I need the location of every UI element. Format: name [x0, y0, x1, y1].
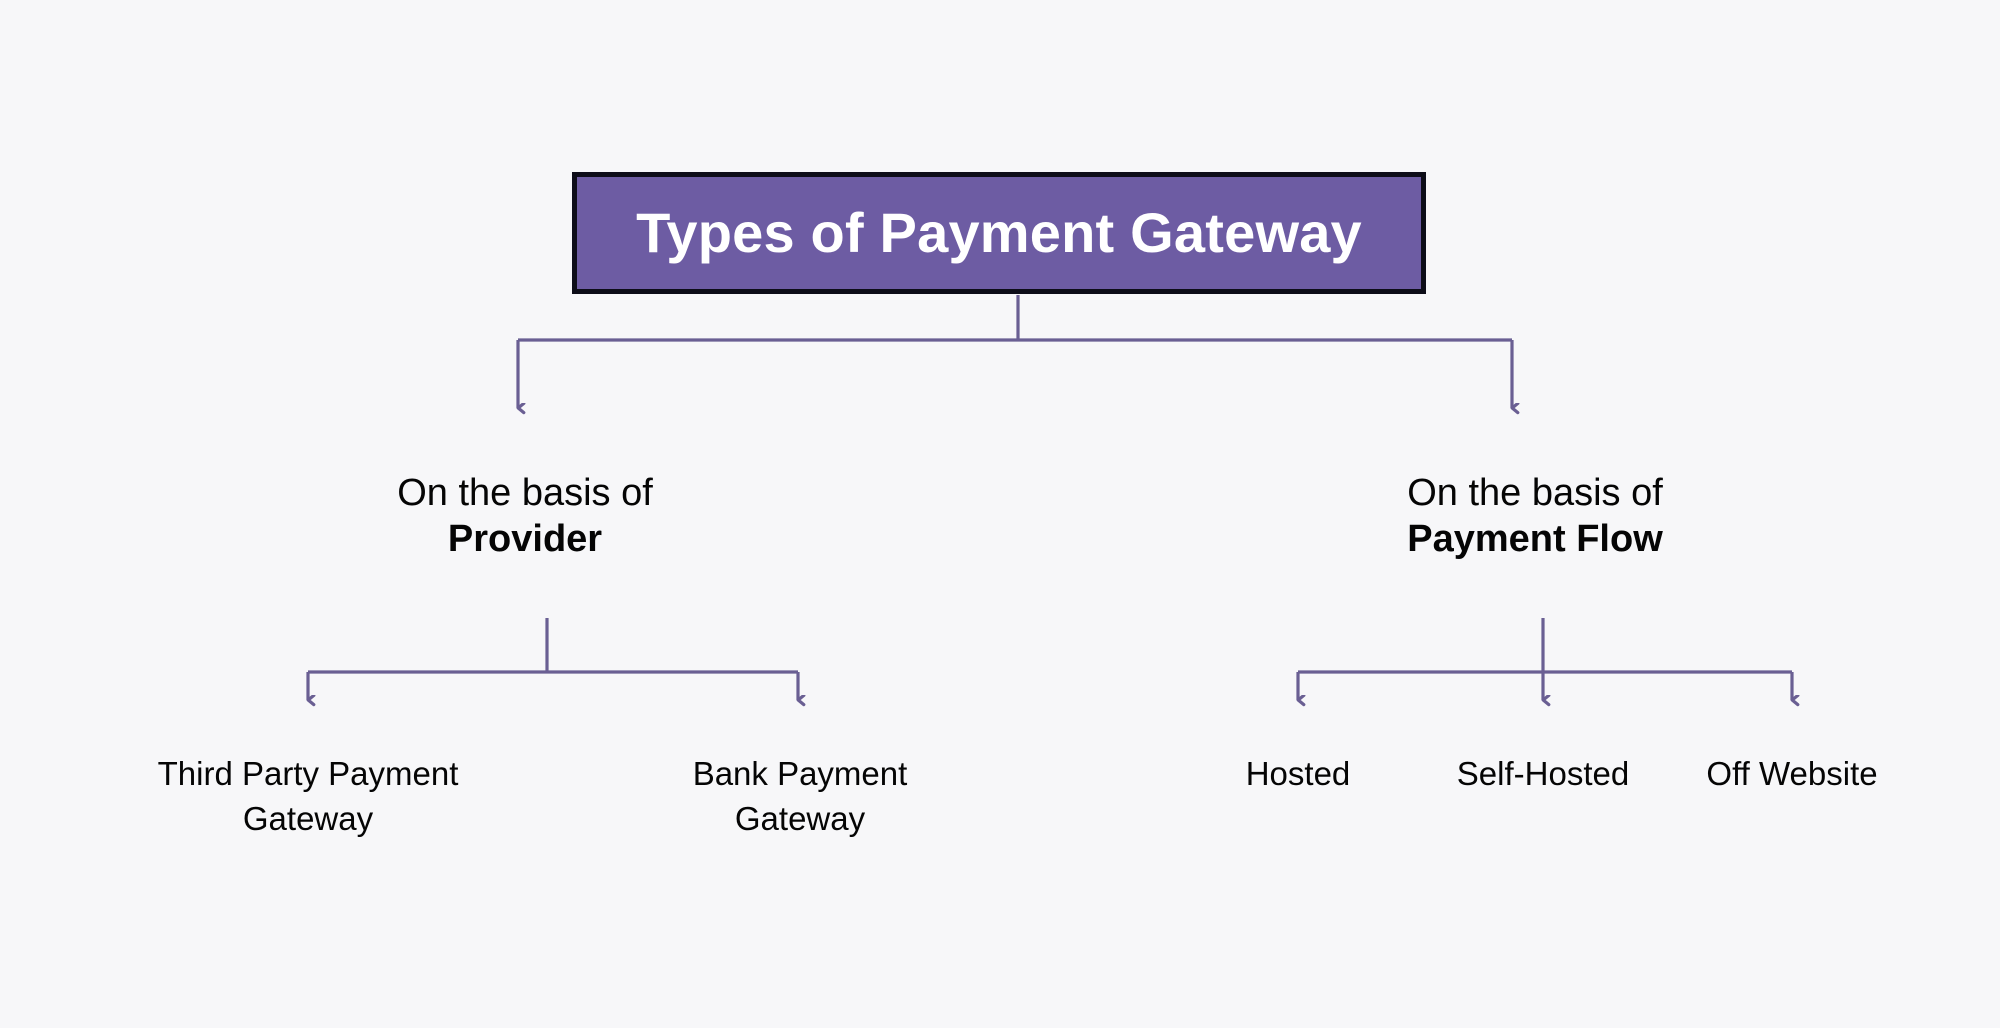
category-node-payment-flow[interactable]: On the basis of Payment Flow [1295, 470, 1775, 563]
category-provider-lead: On the basis of [397, 472, 653, 514]
leaf-node-bank-payment-gateway[interactable]: Bank Payment Gateway [590, 752, 1010, 841]
leaf-node-third-party-payment-gateway[interactable]: Third Party Payment Gateway [88, 752, 528, 841]
root-node-types-of-payment-gateway[interactable]: Types of Payment Gateway [572, 172, 1426, 294]
leaf-line: Third Party Payment [157, 755, 459, 792]
category-payment-flow-emphasis: Payment Flow [1407, 518, 1663, 561]
category-provider-emphasis: Provider [447, 518, 603, 561]
root-node-label: Types of Payment Gateway [636, 201, 1362, 264]
leaf-line: Off Website [1706, 755, 1878, 792]
leaf-line: Self-Hosted [1456, 755, 1630, 792]
leaf-line: Gateway [242, 799, 374, 837]
category-node-provider[interactable]: On the basis of Provider [285, 470, 765, 563]
leaf-line: Hosted [1245, 755, 1351, 792]
leaf-node-self-hosted[interactable]: Self-Hosted [1428, 752, 1658, 797]
leaf-line: Bank Payment [692, 755, 908, 792]
leaf-line: Gateway [734, 799, 866, 837]
category-payment-flow-lead: On the basis of [1407, 472, 1663, 514]
leaf-node-hosted[interactable]: Hosted [1183, 752, 1413, 797]
leaf-node-off-website[interactable]: Off Website [1672, 752, 1912, 797]
